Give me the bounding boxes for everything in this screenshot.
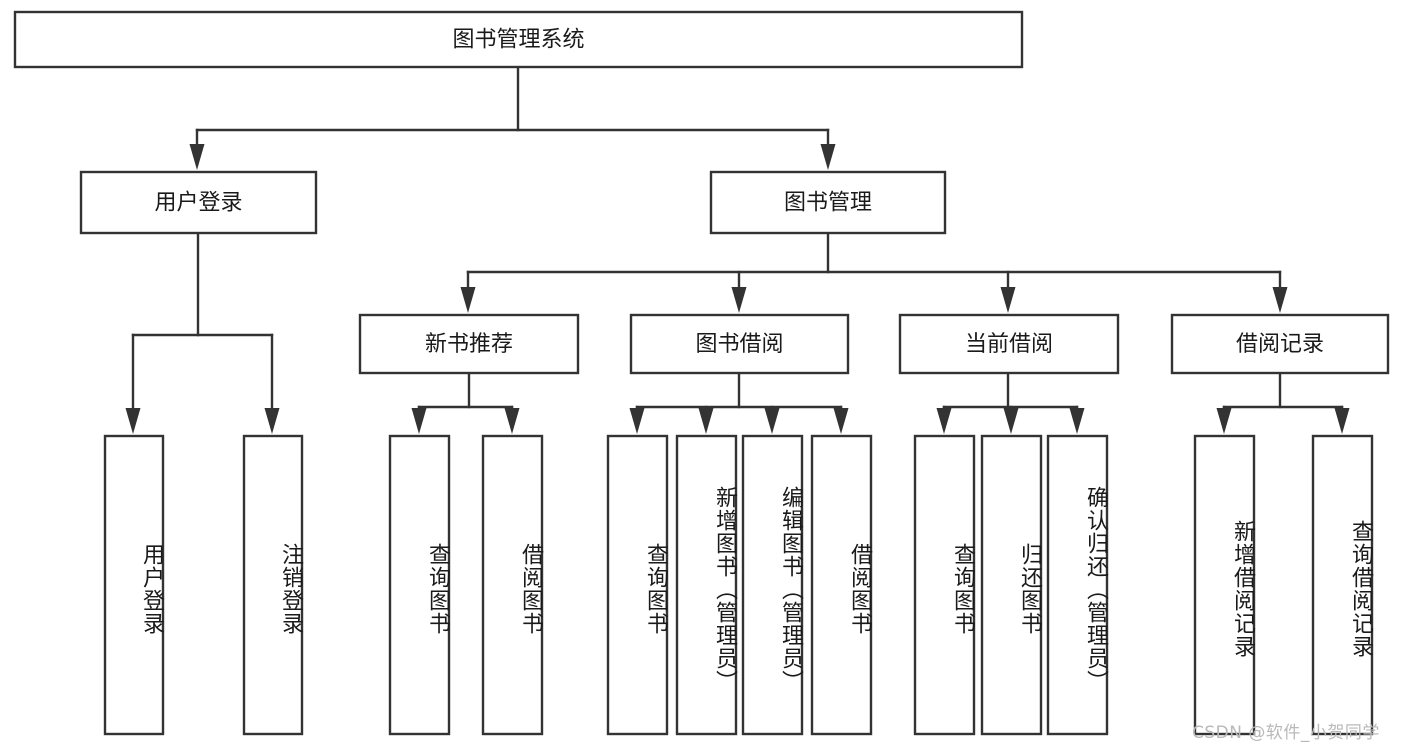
- node-leaf-query-book-bb[interactable]: [606, 434, 669, 736]
- arrow-head-icon: [504, 408, 520, 434]
- node-leaf-edit-book-admin[interactable]: [741, 434, 804, 736]
- arrow-head-icon: [189, 144, 205, 170]
- csdn-watermark: CSDN @软件_小贺同学: [1192, 723, 1380, 743]
- node-leaf-query-book-cb[interactable]: [913, 434, 976, 736]
- arrow-head-icon: [411, 408, 427, 434]
- node-leaf-query-borrow-record[interactable]: [1311, 434, 1374, 736]
- node-user-login[interactable]: [79, 170, 318, 235]
- node-leaf-return-book[interactable]: [980, 434, 1043, 736]
- arrow-head-icon: [1216, 408, 1232, 434]
- node-leaf-user-logout[interactable]: [242, 434, 304, 736]
- arrow-head-icon: [1003, 408, 1019, 434]
- arrow-head-icon: [833, 408, 849, 434]
- arrow-head-icon: [731, 287, 747, 313]
- arrow-head-icon: [264, 408, 280, 434]
- node-label: 借阅记录: [1236, 332, 1324, 357]
- arrow-head-icon: [698, 408, 714, 434]
- node-book-management[interactable]: [709, 170, 947, 235]
- node-leaf-borrow-book-nb[interactable]: [481, 434, 544, 736]
- arrow-head-icon: [1069, 408, 1085, 434]
- arrow-head-icon: [125, 408, 141, 434]
- node-label: 图书管理: [784, 191, 872, 216]
- arrow-head-icon: [1272, 287, 1288, 313]
- arrow-head-icon: [764, 408, 780, 434]
- arrow-head-icon: [1334, 408, 1350, 434]
- arrow-head-icon: [460, 287, 476, 313]
- node-label: 图书借阅: [695, 332, 783, 357]
- node-root-root[interactable]: [13, 10, 1024, 69]
- node-leaf-add-borrow-record[interactable]: [1193, 434, 1256, 736]
- node-label: 新书推荐: [425, 332, 513, 357]
- node-leaf-borrow-book-bb[interactable]: [810, 434, 873, 736]
- node-borrow-record[interactable]: [1170, 313, 1390, 375]
- arrow-head-icon: [1000, 287, 1016, 313]
- node-leaf-confirm-return-admin[interactable]: [1046, 434, 1109, 736]
- node-book-borrow[interactable]: [629, 313, 850, 375]
- arrow-head-icon: [629, 408, 645, 434]
- node-leaf-add-book-admin[interactable]: [675, 434, 738, 736]
- node-leaf-query-book-nb[interactable]: [388, 434, 451, 736]
- node-leaf-user-login[interactable]: [103, 434, 165, 736]
- arrow-head-icon: [936, 408, 952, 434]
- node-label: 当前借阅: [965, 332, 1053, 357]
- arrow-head-icon: [820, 144, 836, 170]
- node-new-book-recommend[interactable]: [358, 313, 580, 375]
- node-label: 图书管理系统: [452, 28, 584, 53]
- node-current-borrow[interactable]: [898, 313, 1120, 375]
- node-label: 用户登录: [154, 191, 242, 216]
